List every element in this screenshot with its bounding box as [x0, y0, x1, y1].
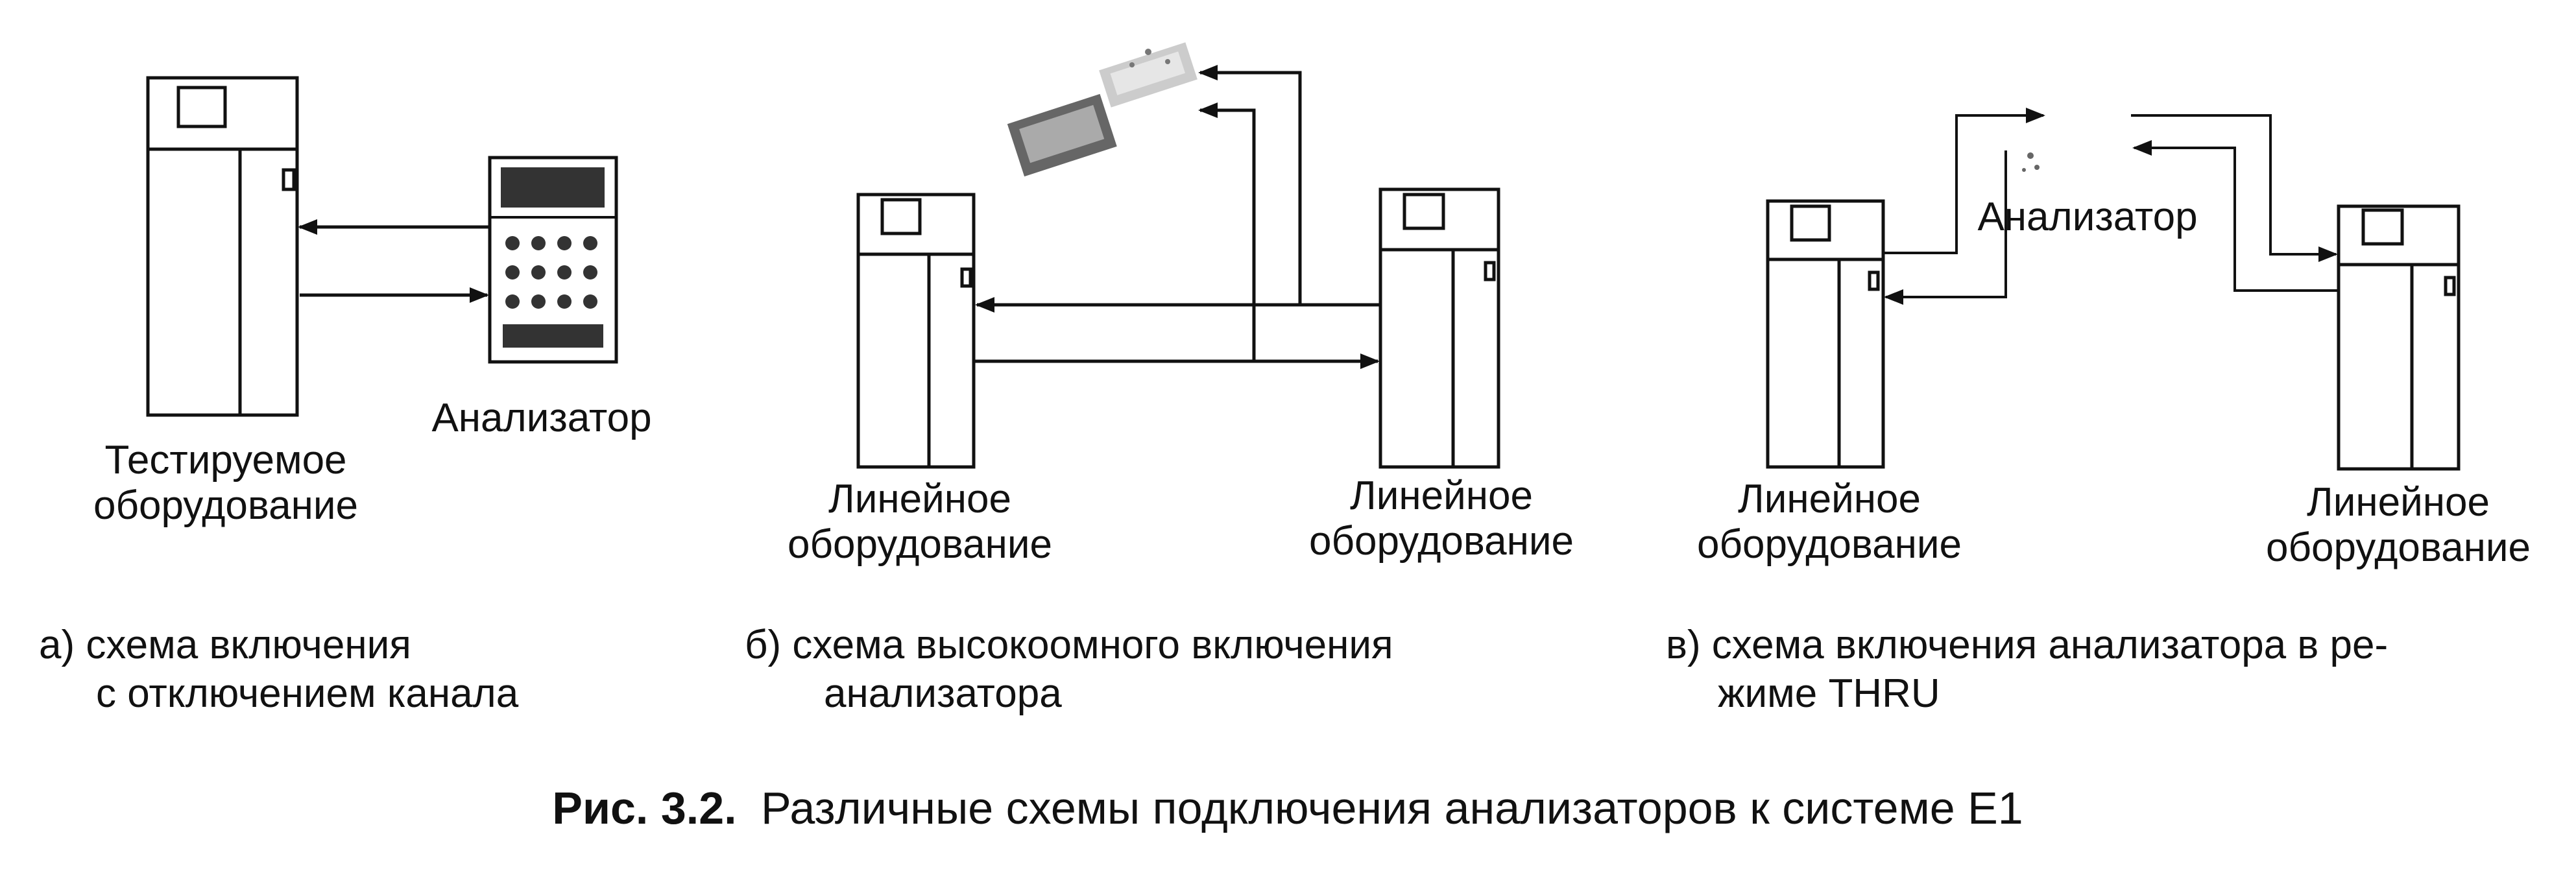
figure-number: Рис. 3.2. [552, 783, 736, 833]
left-line-equipment-label-b-line2: оборудование [788, 522, 1052, 567]
panel-a: Анализатор Тестируемое оборудование а) с… [39, 76, 652, 716]
caption-b-line2: анализатора [824, 671, 1062, 716]
analyzer-label-c: Анализатор [1977, 195, 2197, 239]
right-line-equipment-rack-b [1378, 187, 1500, 469]
panel-b: Линейное оборудование Линейное оборудова… [745, 42, 1574, 716]
caption-a-line1: а) схема включения [39, 623, 411, 667]
left-line-equipment-label-c-line2: оборудование [1697, 522, 1962, 567]
left-line-equipment-label-c-line1: Линейное [1738, 477, 1921, 521]
right-line-equipment-label-b-line2: оборудование [1309, 519, 1574, 564]
caption-b-line1: б) схема высокоомного включения [745, 623, 1393, 667]
tested-equipment-label-line2: оборудование [93, 483, 358, 528]
tap-to-analyzer-upper [1198, 65, 1302, 305]
link-right-to-analyzer-c [2132, 140, 2339, 292]
analyzer-device-b [1007, 42, 1198, 177]
left-line-equipment-rack-c [1766, 199, 1885, 469]
left-line-equipment-rack-b [856, 193, 976, 469]
right-line-equipment-label-c-line1: Линейное [2307, 480, 2490, 525]
link-analyzer-to-left-c [1884, 150, 2007, 305]
figure-caption: Рис. 3.2. Различные схемы подключения ан… [552, 783, 2023, 833]
analyzer-device-c [2022, 152, 2040, 172]
tap-to-analyzer-lower [1198, 102, 1256, 361]
tested-equipment-rack [146, 76, 299, 417]
right-line-equipment-label-b-line1: Линейное [1350, 473, 1533, 518]
analyzer-label-a: Анализатор [431, 396, 651, 440]
analyzer-device-a [488, 156, 618, 364]
link-left-to-analyzer-c [1883, 108, 2045, 254]
caption-c-line1: в) схема включения анализатора в ре- [1666, 623, 2388, 667]
figure-caption-text: Различные схемы подключения анализаторов… [761, 783, 2023, 833]
caption-c-line2: жиме THRU [1718, 671, 1940, 716]
left-line-equipment-label-b-line1: Линейное [828, 477, 1011, 521]
right-line-equipment-label-c-line2: оборудование [2266, 525, 2531, 570]
tested-equipment-label-line1: Тестируемое [104, 438, 346, 483]
right-line-equipment-rack-c [2337, 204, 2461, 471]
link-analyzer-to-right-c [2131, 114, 2338, 262]
panel-c: Анализатор Линейное оборудование Линейно… [1666, 108, 2531, 716]
caption-a-line2: с отключением канала [96, 671, 519, 716]
